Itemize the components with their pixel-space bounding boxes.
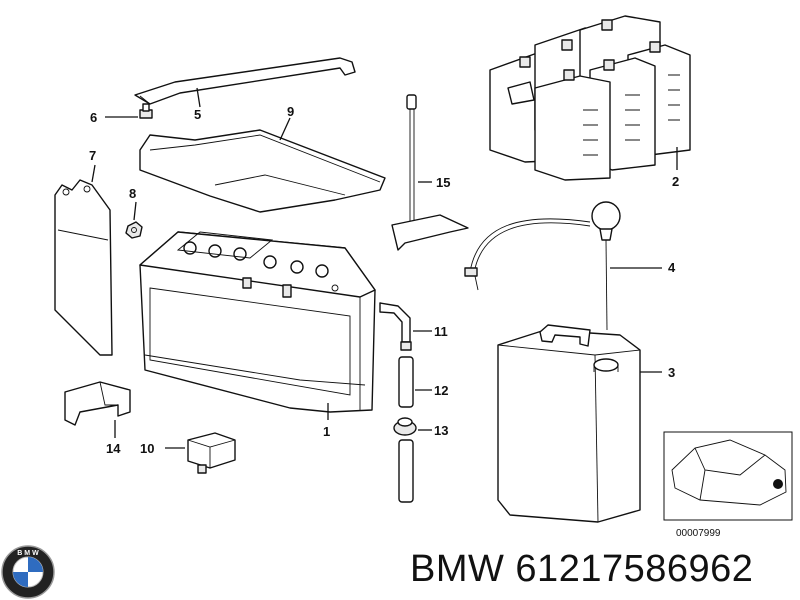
part-7-side-panel	[54, 179, 113, 356]
part-2-acid-containers	[489, 15, 691, 181]
label-6: 6	[90, 110, 97, 125]
part-14-clip	[64, 381, 131, 426]
part-number-caption: BMW 61217586962	[410, 548, 754, 590]
part-10-relay-box	[187, 432, 236, 474]
label-4: 4	[668, 260, 676, 275]
inset-vehicle-location: 00007999	[663, 431, 793, 539]
part-drain-tube	[398, 439, 414, 503]
label-13: 13	[434, 423, 448, 438]
label-12: 12	[434, 383, 448, 398]
bmw-logo-text: B M W	[17, 550, 39, 557]
label-9: 9	[287, 104, 294, 119]
part-5-hold-down-bracket	[134, 57, 356, 105]
part-15-hydrometer	[391, 94, 469, 251]
label-11: 11	[434, 324, 448, 339]
part-3-water-canister	[497, 324, 641, 523]
label-14: 14	[106, 441, 121, 456]
part-11-elbow-fitting	[379, 302, 412, 351]
label-8: 8	[129, 186, 136, 201]
inset-reference-number: 00007999	[676, 528, 721, 539]
part-1-battery	[139, 231, 376, 413]
label-7: 7	[89, 148, 96, 163]
bmw-logo: B M W	[1, 545, 55, 599]
part-12-tube	[398, 356, 414, 408]
part-4-vent-hose	[464, 201, 621, 331]
part-8-nut	[125, 221, 143, 239]
label-5: 5	[194, 107, 201, 122]
part-13-grommet	[393, 417, 417, 436]
label-10: 10	[140, 441, 154, 456]
label-3: 3	[668, 365, 675, 380]
part-9-battery-cover	[139, 129, 386, 213]
part-6-screw	[139, 103, 153, 119]
label-2: 2	[672, 174, 679, 189]
label-1: 1	[323, 424, 330, 439]
label-15: 15	[436, 175, 450, 190]
